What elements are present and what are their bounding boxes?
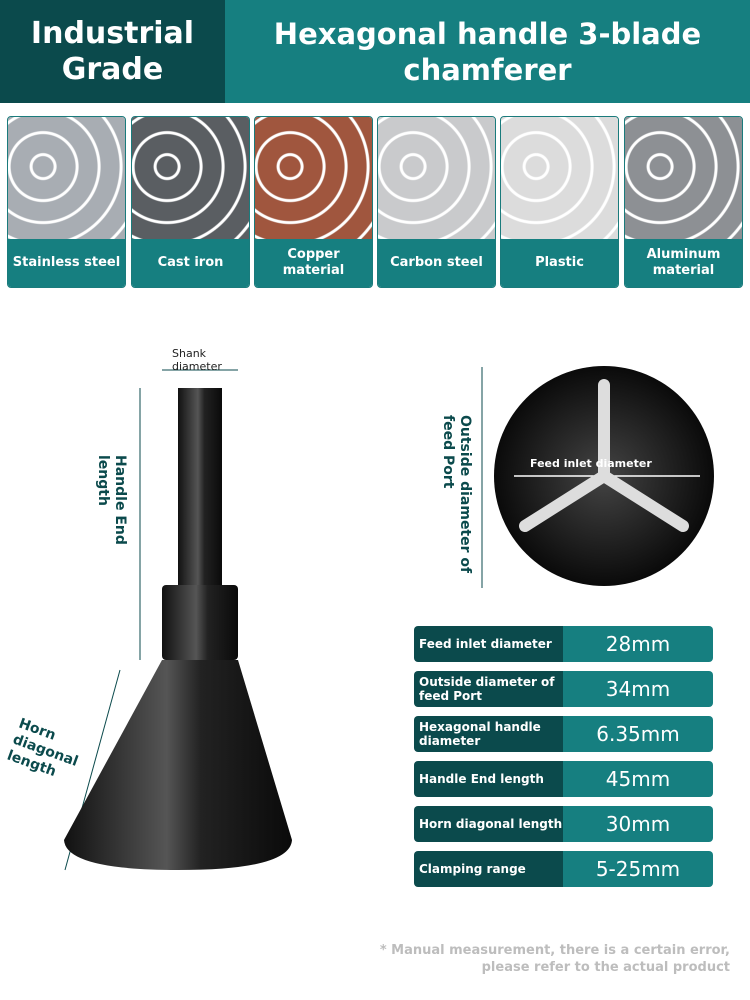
handle-end-length-label: Handle End length (95, 455, 128, 545)
spec-value: 30mm (563, 806, 713, 842)
spec-label: Horn diagonal length (414, 806, 563, 842)
chamferer-product-image (64, 366, 714, 871)
spec-label: Clamping range (414, 851, 563, 887)
footnote: * Manual measurement, there is a certain… (379, 943, 730, 975)
hex-shank (178, 388, 222, 588)
spec-value: 45mm (563, 761, 713, 797)
spec-value: 34mm (563, 671, 713, 707)
spec-label: Outside diameter of feed Port (414, 671, 563, 707)
spec-value: 6.35mm (563, 716, 713, 752)
spec-label: Handle End length (414, 761, 563, 797)
material-image (378, 117, 495, 241)
knurled-collar (162, 585, 238, 660)
material-image (255, 117, 372, 241)
spec-value: 5-25mm (563, 851, 713, 887)
material-image (625, 117, 742, 241)
material-card: Stainless steel (7, 116, 126, 288)
material-label: Stainless steel (8, 239, 125, 287)
material-card: Carbon steel (377, 116, 496, 288)
material-card: Plastic (500, 116, 619, 288)
feed-inlet-diameter-label: Feed inlet diameter (530, 457, 652, 470)
material-label: Carbon steel (378, 239, 495, 287)
material-card: Cast iron (131, 116, 250, 288)
material-card: Aluminum material (624, 116, 743, 288)
spec-label: Feed inlet diameter (414, 626, 563, 662)
material-label: Copper material (255, 239, 372, 287)
chamfer-cone (64, 660, 292, 870)
spec-value: 28mm (563, 626, 713, 662)
outside-diameter-label: Outside diameter of feed Port (440, 415, 473, 574)
material-image (8, 117, 125, 241)
shank-diameter-label: Shank diameter (172, 347, 222, 373)
material-label: Cast iron (132, 239, 249, 287)
blades (519, 379, 689, 532)
header-right-title: Hexagonal handle 3-blade chamferer (225, 0, 750, 103)
material-card: Copper material (254, 116, 373, 288)
header-left-title: Industrial Grade (0, 0, 225, 103)
material-image (132, 117, 249, 241)
material-image (501, 117, 618, 241)
spec-label: Hexagonal handle diameter (414, 716, 563, 752)
material-label: Plastic (501, 239, 618, 287)
material-label: Aluminum material (625, 239, 742, 287)
